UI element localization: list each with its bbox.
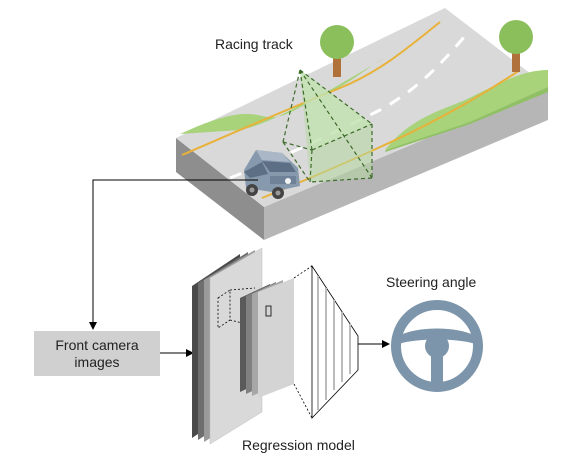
- camera-box-line-1: Front camera: [55, 336, 139, 353]
- regression-model: [192, 247, 359, 445]
- conv-layer: [258, 278, 294, 398]
- camera-to-images-arrow: [89, 179, 258, 330]
- road-front-face: [264, 87, 548, 240]
- grass-back: [180, 58, 385, 134]
- car-icon: [244, 150, 300, 199]
- lane-center-dashes: [229, 29, 472, 180]
- racing-track-label: Racing track: [215, 36, 293, 52]
- tree-icon: [499, 20, 533, 72]
- regression-model-label: Regression model: [242, 437, 355, 453]
- tree-icon: [320, 25, 354, 77]
- grass-front: [385, 70, 548, 150]
- steering-angle-label: Steering angle: [386, 274, 477, 290]
- camera-field-of-view: [282, 69, 373, 183]
- camera-box-line-2: images: [74, 353, 120, 370]
- grass-front-edge: [385, 87, 548, 152]
- front-camera-images-box: Front camera images: [34, 331, 160, 376]
- lane-line-back: [181, 21, 441, 156]
- steering-wheel-icon: [391, 300, 483, 392]
- road-left-face: [176, 138, 264, 240]
